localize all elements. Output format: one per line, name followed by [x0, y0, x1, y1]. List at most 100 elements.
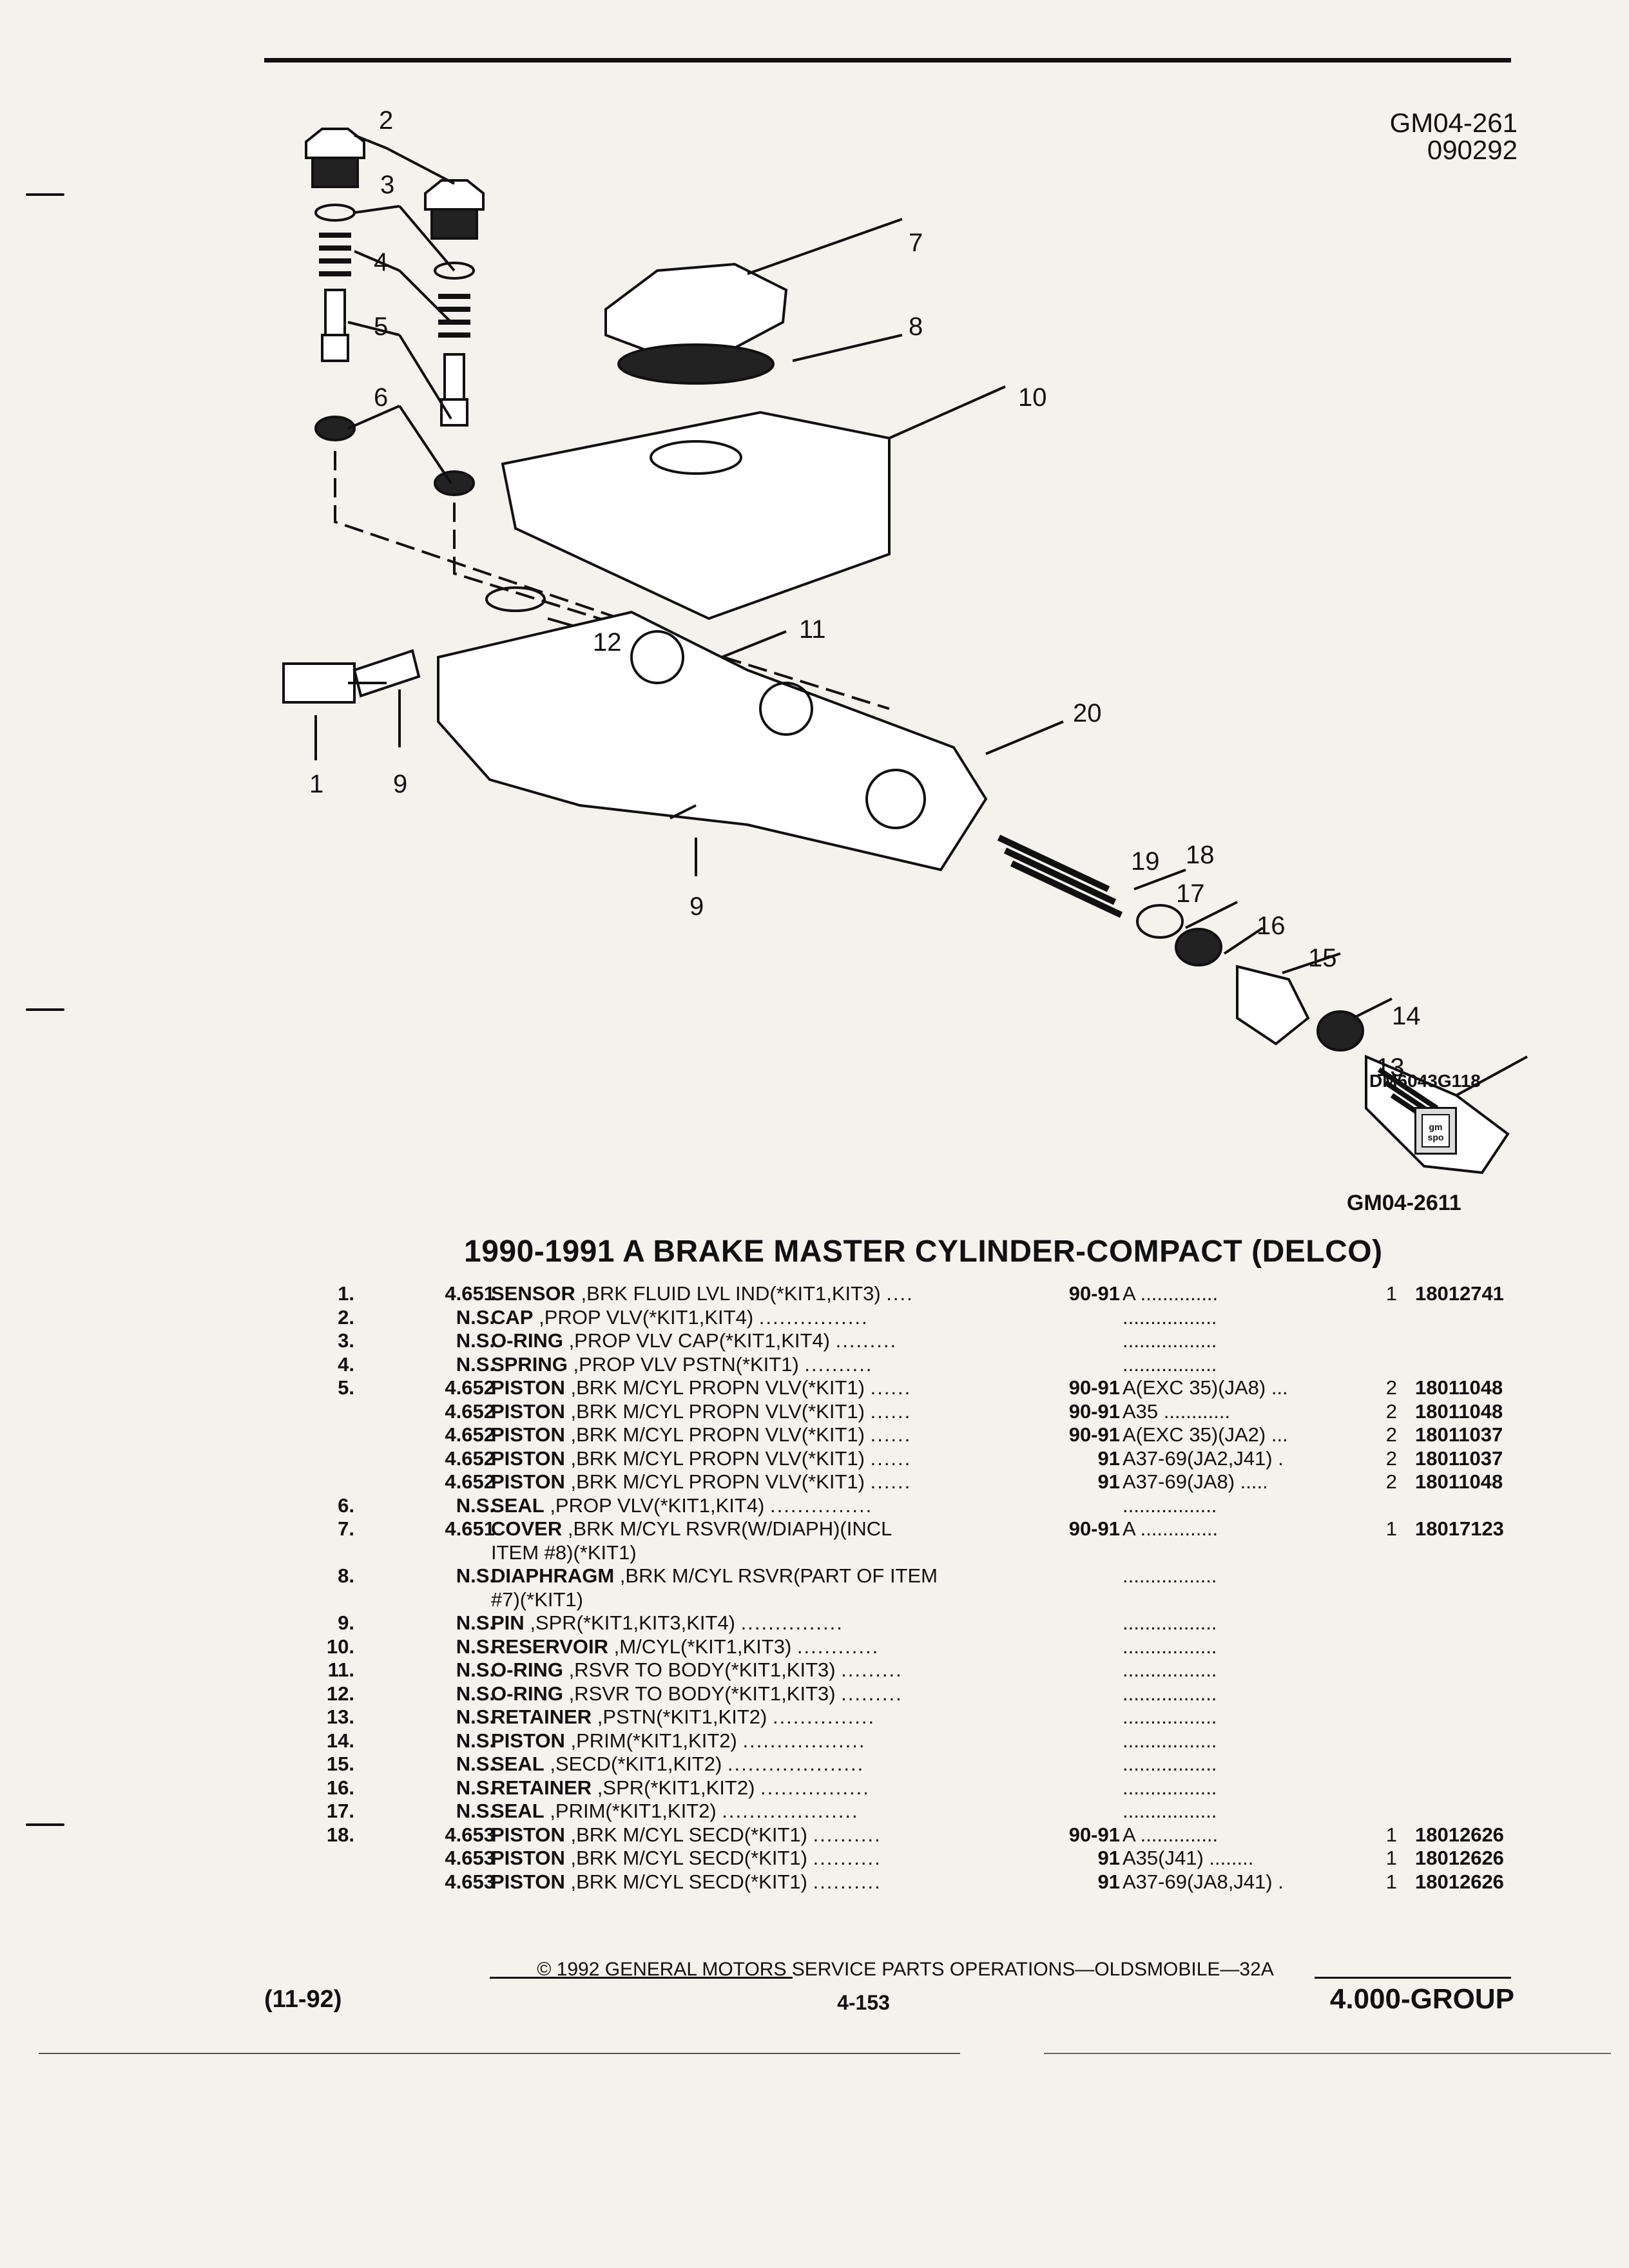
- part-description: PISTON ,BRK M/CYL PROPN VLV(*KIT1) .....…: [491, 1447, 1026, 1470]
- item-number: 8.: [338, 1564, 354, 1587]
- part-number: 18011048: [1415, 1376, 1503, 1399]
- copyright: © 1992 GENERAL MOTORS SERVICE PARTS OPER…: [537, 1959, 1274, 1980]
- callout-10: 10: [1018, 383, 1047, 412]
- header-reference: GM04-261 090292: [1350, 110, 1518, 164]
- callout-17: 17: [1176, 879, 1205, 908]
- table-row: 11.N.S..................O-RING ,RSVR TO …: [277, 1658, 1527, 1682]
- item-number: 2.: [338, 1305, 354, 1329]
- group-number: 4.653: [445, 1870, 495, 1893]
- model-years: 90-91: [1068, 1517, 1120, 1540]
- usage-code: A(EXC 35)(JA2) ...: [1123, 1423, 1288, 1446]
- part-description: O-RING ,RSVR TO BODY(*KIT1,KIT3) .......…: [491, 1682, 1026, 1706]
- item-number: 15.: [326, 1753, 354, 1775]
- item-number: 11.: [327, 1658, 354, 1681]
- group-number: N.S.: [456, 1305, 495, 1329]
- part-description: SEAL ,PRIM(*KIT1,KIT2) .................…: [491, 1800, 1026, 1823]
- quantity: 1: [1385, 1282, 1397, 1305]
- part-detail: ,BRK M/CYL PROPN VLV(*KIT1): [570, 1470, 865, 1493]
- part-number: 18012626: [1415, 1870, 1504, 1893]
- table-row: 10.N.S..................RESERVOIR ,M/CYL…: [277, 1635, 1527, 1659]
- group-number: N.S.: [456, 1776, 495, 1799]
- leader-dots: ....: [886, 1282, 914, 1305]
- group-number: 4.653: [445, 1847, 495, 1869]
- item-number: 4.: [338, 1352, 354, 1376]
- part-description: O-RING ,RSVR TO BODY(*KIT1,KIT3) .......…: [491, 1658, 1026, 1682]
- leader-dots: ......: [870, 1446, 912, 1470]
- group-number: N.S.: [456, 1352, 495, 1376]
- item-number: 1.: [338, 1282, 354, 1305]
- callout-11: 11: [799, 615, 826, 644]
- leader-dots: .........: [841, 1682, 903, 1705]
- quantity: 2: [1385, 1470, 1397, 1493]
- table-row: 13.N.S..................RETAINER ,PSTN(*…: [277, 1706, 1527, 1729]
- part-number: 18011037: [1415, 1446, 1503, 1470]
- part-name: PISTON: [491, 1823, 565, 1846]
- part-name: SEAL: [491, 1800, 545, 1822]
- usage-code: .................: [1123, 1611, 1217, 1634]
- leader-dots: ..........: [813, 1870, 882, 1893]
- item-number: 14.: [326, 1729, 354, 1752]
- callout-9: 9: [393, 770, 407, 798]
- table-row: ITEM #8)(*KIT1): [277, 1541, 1527, 1565]
- part-description: PISTON ,BRK M/CYL SECD(*KIT1) ..........: [491, 1870, 1026, 1894]
- part-description: SENSOR ,BRK FLUID LVL IND(*KIT1,KIT3) ..…: [491, 1282, 1026, 1305]
- usage-code: A37-69(JA2,J41) .: [1123, 1446, 1284, 1470]
- exploded-diagram: 2 3 4 5 6 7 8 10 11 12 1 9 20 9 19 18 17…: [282, 106, 1528, 1175]
- top-rule: [264, 58, 1511, 62]
- part-name: O-RING: [491, 1658, 563, 1681]
- part-detail: ,BRK M/CYL SECD(*KIT1): [570, 1823, 807, 1846]
- part-name: O-RING: [491, 1682, 563, 1705]
- usage-code: A35(J41) ........: [1123, 1847, 1254, 1869]
- usage-code: .................: [1123, 1658, 1217, 1681]
- part-description: COVER ,BRK M/CYL RSVR(W/DIAPH)(INCL: [491, 1517, 1026, 1541]
- part-name: RETAINER: [491, 1776, 592, 1799]
- part-name: PISTON: [491, 1470, 565, 1493]
- part-name: PISTON: [491, 1446, 565, 1470]
- quantity: 2: [1385, 1446, 1397, 1470]
- table-row: 12.N.S..................O-RING ,RSVR TO …: [277, 1682, 1527, 1706]
- usage-code: A ..............: [1123, 1517, 1219, 1540]
- quantity: 1: [1385, 1517, 1397, 1540]
- group-number: 4.651: [445, 1282, 495, 1305]
- part-detail: ,BRK M/CYL RSVR(PART OF ITEM: [619, 1564, 938, 1587]
- group-number: 4.652: [445, 1470, 495, 1493]
- callout-20: 20: [1073, 699, 1102, 727]
- leader-dots: ......: [870, 1423, 912, 1446]
- callout-14: 14: [1392, 1002, 1421, 1030]
- table-row: 17.N.S..................SEAL ,PRIM(*KIT1…: [277, 1800, 1527, 1823]
- part-description: O-RING ,PROP VLV CAP(*KIT1,KIT4) .......…: [491, 1329, 1026, 1352]
- part-detail: ,BRK FLUID LVL IND(*KIT1,KIT3): [581, 1282, 881, 1305]
- group-number: N.S.: [456, 1329, 495, 1352]
- table-row: 6.N.S..................SEAL ,PROP VLV(*K…: [277, 1494, 1527, 1518]
- usage-code: .................: [1123, 1635, 1217, 1658]
- leader-dots: ...............: [740, 1611, 843, 1634]
- item-number: 16.: [326, 1776, 354, 1799]
- group-number: N.S.: [456, 1682, 495, 1705]
- leader-dots: ................: [758, 1305, 869, 1329]
- part-detail: ,PROP VLV(*KIT1,KIT4): [539, 1305, 754, 1329]
- part-detail: ,BRK M/CYL PROPN VLV(*KIT1): [570, 1423, 865, 1446]
- part-name: COVER: [491, 1517, 563, 1540]
- item-number: 13.: [326, 1706, 354, 1728]
- item-number: 7.: [338, 1517, 354, 1540]
- model-years: 91: [1097, 1847, 1120, 1869]
- table-row: 2.N.S..................CAP ,PROP VLV(*KI…: [277, 1306, 1527, 1330]
- table-row: 15.N.S..................SEAL ,SECD(*KIT1…: [277, 1753, 1527, 1776]
- gm-spo-logo: gm spo: [1414, 1107, 1457, 1155]
- leader-dots: ......: [870, 1399, 912, 1423]
- usage-code: .................: [1123, 1706, 1217, 1728]
- part-name: PISTON: [491, 1870, 565, 1893]
- figure-code: GM04-2611: [1347, 1191, 1461, 1215]
- table-row: 3.N.S..................O-RING ,PROP VLV …: [277, 1329, 1527, 1353]
- group-number: 4.652: [445, 1446, 495, 1470]
- part-detail: ,PSTN(*KIT1,KIT2): [597, 1706, 767, 1728]
- part-description: RESERVOIR ,M/CYL(*KIT1,KIT3) ...........…: [491, 1635, 1026, 1658]
- footer-rule-left: [490, 1977, 793, 1979]
- quantity: 2: [1385, 1423, 1397, 1446]
